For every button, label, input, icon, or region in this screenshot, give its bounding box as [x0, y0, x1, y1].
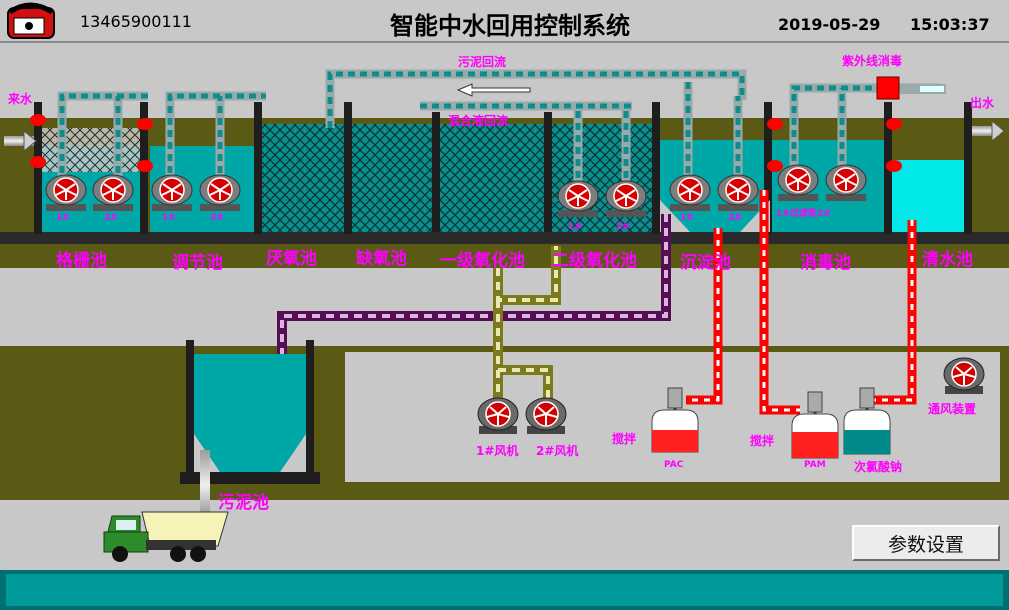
- pump-label: 2#: [616, 222, 630, 232]
- sludge-return-label: 污泥回流: [458, 55, 507, 69]
- anoxic-tank-label: 缺氧池: [356, 249, 407, 269]
- truck-icon: [103, 511, 229, 562]
- time-display: 15:03:37: [910, 15, 990, 34]
- inlet-label: 来水: [8, 92, 33, 106]
- stir-label: 搅拌: [612, 432, 637, 446]
- phone-number: 13465900111: [80, 12, 192, 31]
- regulating-tank-label: 调节池: [172, 253, 223, 273]
- pump-label: 1#: [162, 213, 176, 223]
- pump-label: 1#: [680, 213, 694, 223]
- pam-label: PAM: [804, 460, 826, 470]
- pac-label: PAC: [664, 460, 684, 470]
- pump-label: 1#: [56, 213, 70, 223]
- vent-device-label: 通风装置: [928, 402, 977, 416]
- phone-icon: [7, 2, 55, 39]
- pump-label: 2#: [728, 213, 742, 223]
- oxidation2-tank-label: 二级氧化池: [552, 251, 637, 271]
- page-title: 智能中水回用控制系统: [390, 12, 630, 40]
- pump-label: 2#: [210, 213, 224, 223]
- filter-pump-label: 1#过滤泵2#: [776, 209, 831, 219]
- stir-label: 搅拌: [750, 434, 775, 448]
- pac-tank: [651, 387, 699, 453]
- blower1-label: 1#风机: [476, 444, 519, 458]
- disinfection-tank-label: 消毒池: [800, 253, 851, 273]
- mixed-return-label: 混合液回流: [448, 114, 509, 128]
- date-display: 2019-05-29: [778, 15, 881, 34]
- blower2-label: 2#风机: [536, 444, 579, 458]
- sedimentation-tank-label: 沉淀池: [680, 253, 731, 273]
- pump-label: 1#: [568, 222, 582, 232]
- sludge-tank-label: 污泥池: [218, 493, 269, 513]
- outlet-label: 出水: [970, 96, 995, 110]
- sludge-tank: [180, 340, 320, 520]
- parameter-settings-button[interactable]: 参数设置: [852, 525, 1000, 561]
- pump-label: 2#: [104, 213, 118, 223]
- anaerobic-tank-label: 厌氧池: [266, 249, 317, 269]
- pam-tank: [791, 391, 839, 459]
- hypochlorite-tank: [843, 387, 891, 455]
- clear-water-tank-label: 清水池: [922, 250, 973, 270]
- oxidation1-tank-label: 一级氧化池: [440, 251, 525, 271]
- hypochlorite-label: 次氯酸钠: [854, 460, 903, 474]
- grille-tank-label: 格栅池: [56, 251, 107, 271]
- uv-disinfection-label: 紫外线消毒: [842, 54, 903, 68]
